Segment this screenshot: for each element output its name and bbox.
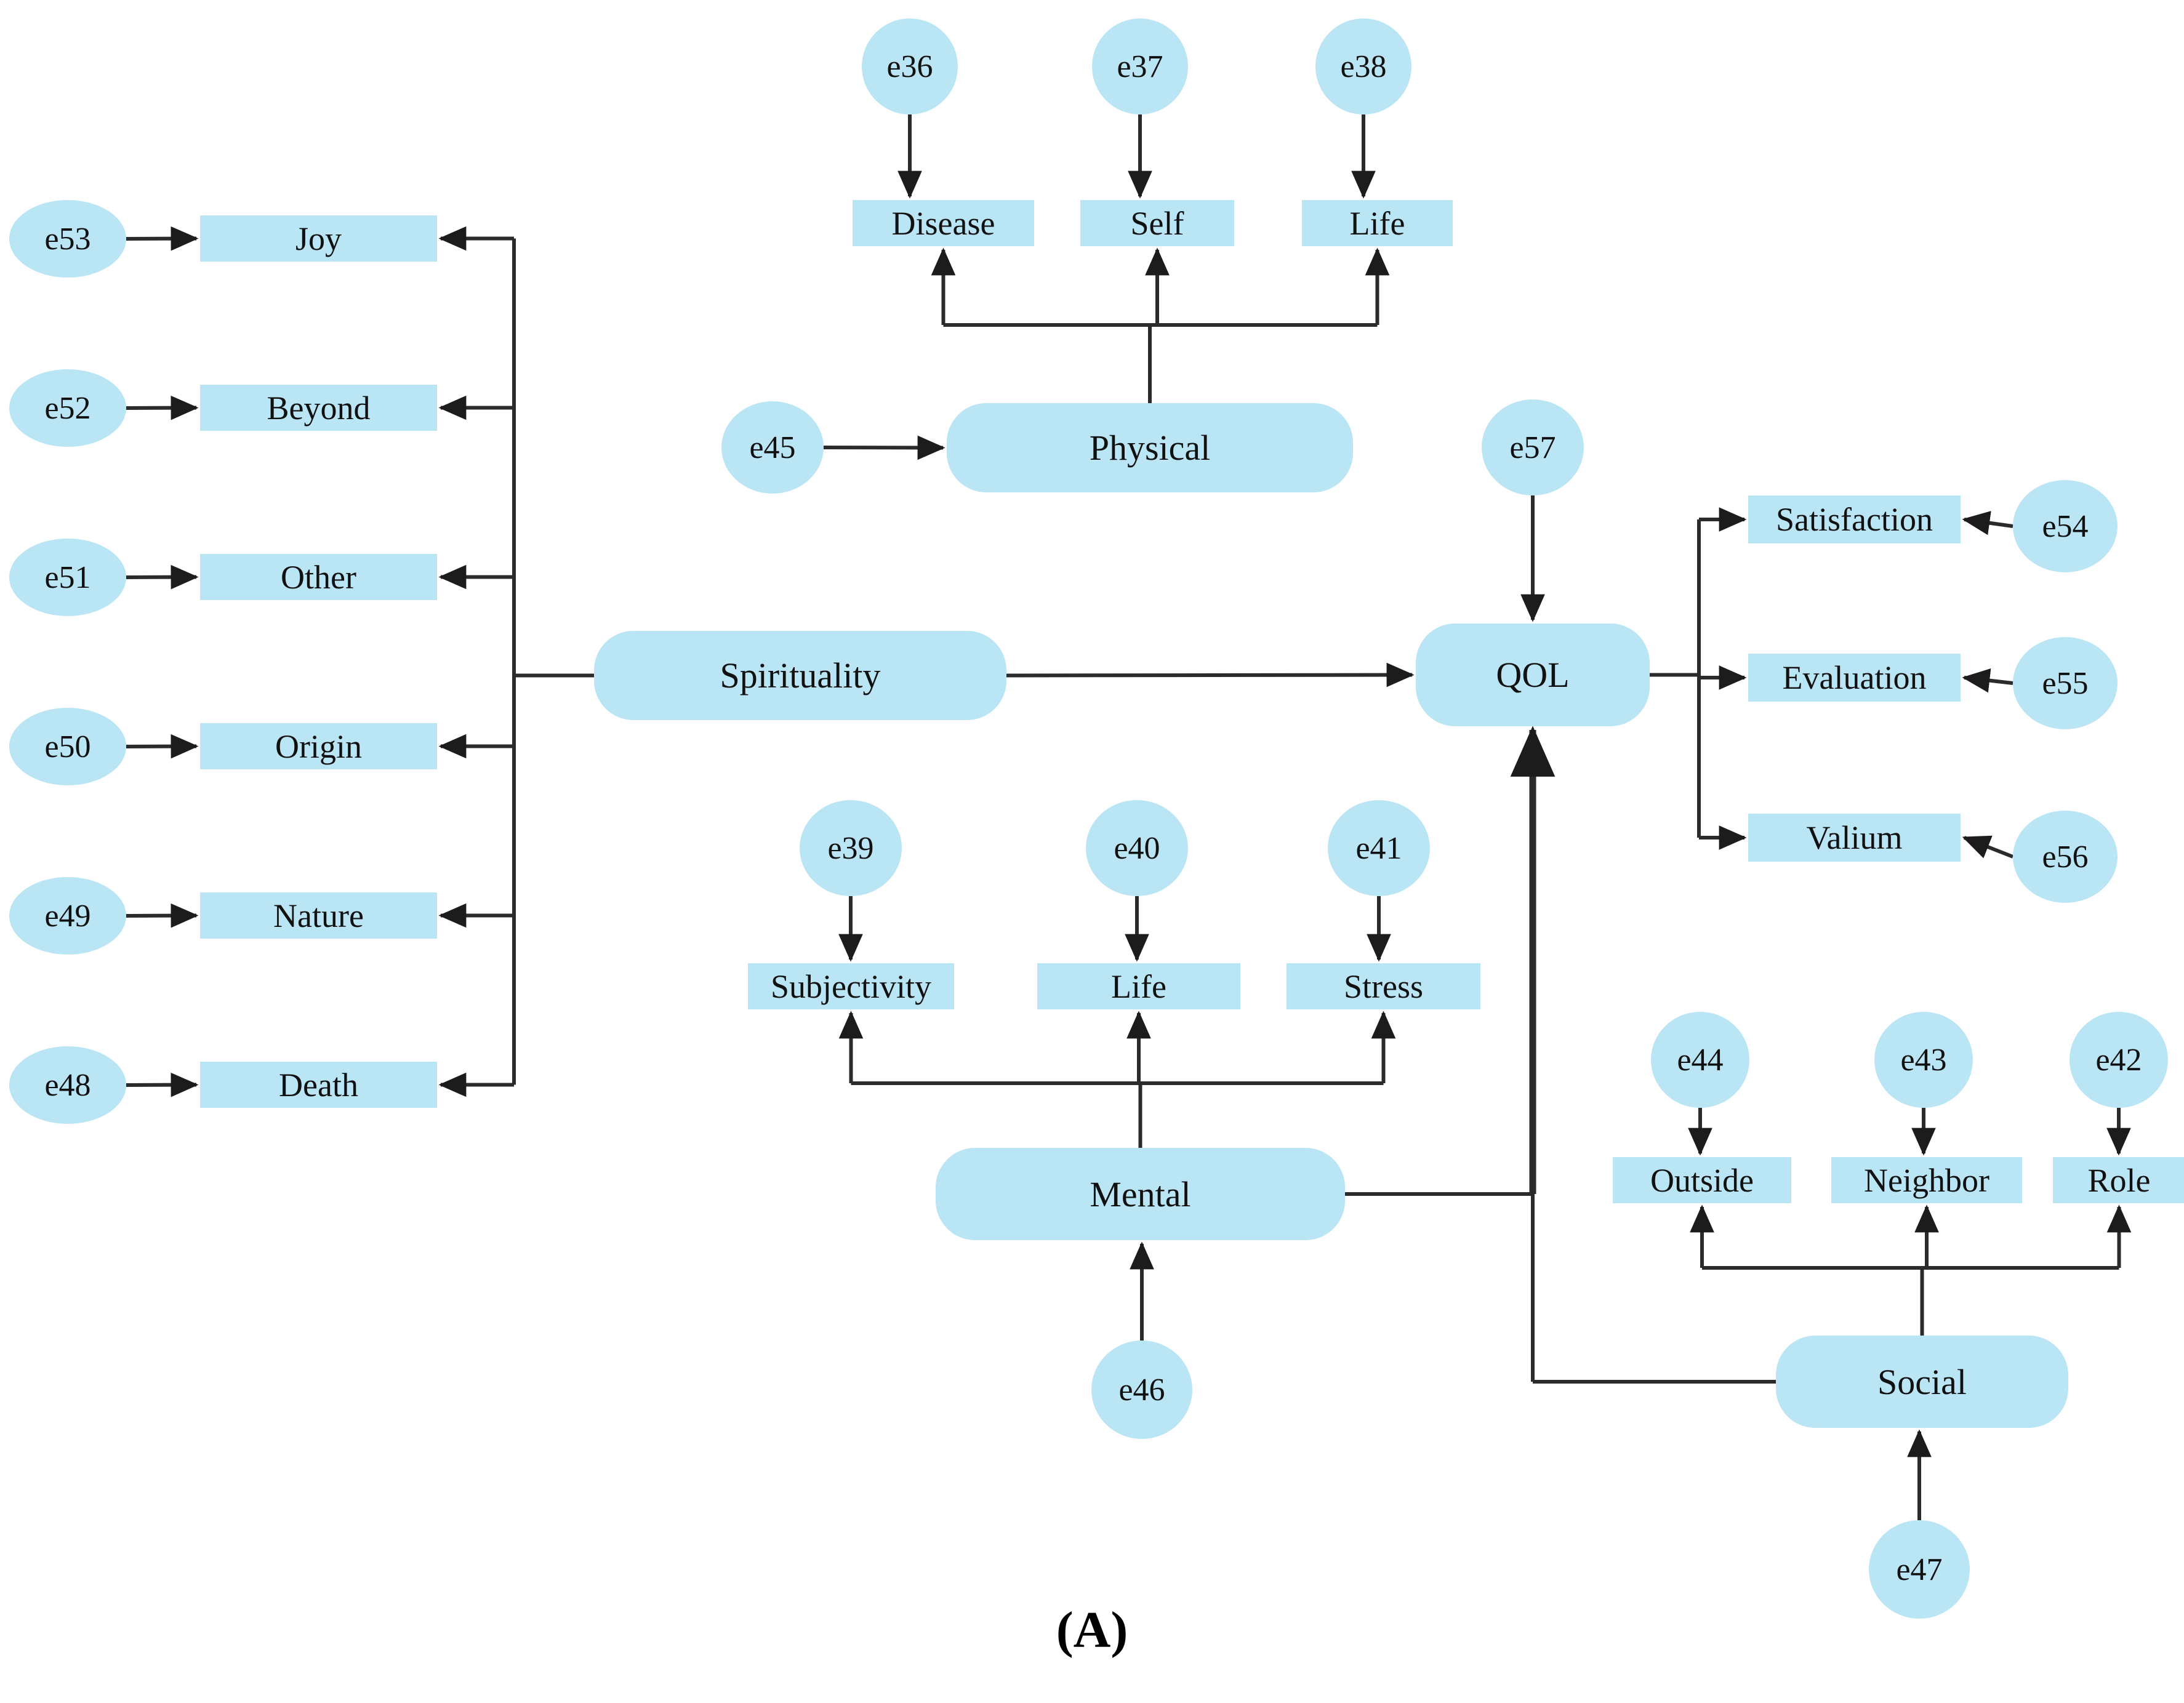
- indicator-disease-label: Disease: [891, 204, 995, 242]
- indicator-neighbor[interactable]: Neighbor: [1831, 1157, 2022, 1203]
- error-e56[interactable]: e56: [2013, 811, 2118, 903]
- indicator-death[interactable]: Death: [200, 1062, 437, 1108]
- figure-caption: (A): [1056, 1601, 1128, 1659]
- error-e44[interactable]: e44: [1651, 1012, 1749, 1108]
- error-e54[interactable]: e54: [2013, 480, 2118, 572]
- error-e40-label: e40: [1114, 830, 1160, 866]
- error-e38[interactable]: e38: [1315, 18, 1411, 114]
- error-e47[interactable]: e47: [1869, 1520, 1970, 1619]
- indicator-evaluation[interactable]: Evaluation: [1748, 654, 1961, 702]
- indicator-beyond[interactable]: Beyond: [200, 385, 437, 431]
- indicator-satisfaction[interactable]: Satisfaction: [1748, 495, 1961, 543]
- indicator-nature[interactable]: Nature: [200, 892, 437, 939]
- error-e38-label: e38: [1340, 49, 1387, 84]
- error-e39-label: e39: [827, 830, 874, 866]
- error-e55-label: e55: [2042, 665, 2089, 701]
- error-e57[interactable]: e57: [1482, 399, 1584, 495]
- latent-spirituality[interactable]: Spirituality: [594, 631, 1006, 720]
- indicator-life_mid-label: Life: [1111, 968, 1166, 1005]
- indicator-nature-label: Nature: [273, 897, 364, 934]
- error-e42[interactable]: e42: [2070, 1012, 2168, 1108]
- error-e37-label: e37: [1117, 49, 1163, 84]
- error-e36-label: e36: [886, 49, 933, 84]
- error-e40[interactable]: e40: [1086, 800, 1188, 896]
- latent-mental[interactable]: Mental: [936, 1148, 1345, 1240]
- indicator-life_top-label: Life: [1349, 204, 1405, 242]
- latent-qol-label: QOL: [1496, 655, 1570, 695]
- indicator-subjectivity[interactable]: Subjectivity: [748, 963, 954, 1009]
- error-e56-label: e56: [2042, 839, 2089, 875]
- error-e41-label: e41: [1355, 830, 1402, 866]
- indicator-self[interactable]: Self: [1080, 200, 1234, 246]
- error-e46-label: e46: [1118, 1372, 1165, 1408]
- indicator-beyond-label: Beyond: [267, 389, 371, 427]
- indicator-role[interactable]: Role: [2053, 1157, 2184, 1203]
- error-e53[interactable]: e53: [9, 200, 126, 278]
- error-e53-label: e53: [44, 221, 91, 257]
- error-e43[interactable]: e43: [1874, 1012, 1973, 1108]
- indicator-evaluation-label: Evaluation: [1782, 659, 1927, 696]
- error-e48-label: e48: [44, 1067, 91, 1103]
- indicator-valium[interactable]: Valium: [1748, 814, 1961, 862]
- error-e55[interactable]: e55: [2013, 637, 2118, 729]
- indicator-role-label: Role: [2087, 1161, 2151, 1199]
- error-e52-label: e52: [44, 390, 91, 426]
- indicator-self-label: Self: [1130, 204, 1184, 242]
- error-e39[interactable]: e39: [800, 800, 902, 896]
- indicator-stress-label: Stress: [1343, 968, 1423, 1005]
- error-e37[interactable]: e37: [1092, 18, 1188, 114]
- edge: [1962, 835, 2014, 859]
- edge: [823, 435, 945, 460]
- indicator-origin-label: Origin: [275, 727, 362, 765]
- error-e49-label: e49: [44, 898, 91, 934]
- indicator-other[interactable]: Other: [200, 554, 437, 600]
- error-e50[interactable]: e50: [9, 708, 126, 785]
- error-e36[interactable]: e36: [862, 18, 958, 114]
- indicator-death-label: Death: [279, 1066, 358, 1104]
- latent-mental-label: Mental: [1090, 1174, 1191, 1214]
- indicator-origin[interactable]: Origin: [200, 723, 437, 769]
- indicator-outside-label: Outside: [1650, 1161, 1754, 1199]
- indicator-joy-label: Joy: [295, 220, 342, 257]
- latent-spirituality-label: Spirituality: [720, 655, 881, 695]
- latent-social-label: Social: [1877, 1361, 1967, 1402]
- error-e49[interactable]: e49: [9, 877, 126, 955]
- latent-social[interactable]: Social: [1776, 1336, 2068, 1428]
- error-e46[interactable]: e46: [1091, 1340, 1192, 1439]
- error-e42-label: e42: [2095, 1042, 2142, 1078]
- edge: [1006, 662, 1415, 687]
- error-e57-label: e57: [1509, 430, 1556, 465]
- indicator-disease[interactable]: Disease: [853, 200, 1034, 246]
- error-e44-label: e44: [1677, 1042, 1724, 1078]
- indicator-satisfaction-label: Satisfaction: [1776, 501, 1933, 538]
- error-e50-label: e50: [44, 729, 91, 764]
- indicator-stress[interactable]: Stress: [1287, 963, 1480, 1009]
- error-e45[interactable]: e45: [721, 401, 824, 494]
- edge: [126, 1072, 199, 1097]
- latent-physical[interactable]: Physical: [947, 403, 1353, 492]
- indicator-subjectivity-label: Subjectivity: [771, 968, 931, 1005]
- indicator-life_mid[interactable]: Life: [1037, 963, 1240, 1009]
- error-e45-label: e45: [749, 430, 796, 465]
- indicator-joy[interactable]: Joy: [200, 215, 437, 262]
- latent-qol[interactable]: QOL: [1416, 623, 1650, 726]
- edge: [1962, 668, 2013, 693]
- edge: [1962, 511, 2013, 535]
- indicator-life_top[interactable]: Life: [1302, 200, 1453, 246]
- error-e43-label: e43: [1900, 1042, 1947, 1078]
- error-e47-label: e47: [1896, 1552, 1943, 1587]
- edge: [126, 564, 199, 590]
- indicator-valium-label: Valium: [1806, 819, 1903, 856]
- error-e52[interactable]: e52: [9, 369, 126, 447]
- error-e41[interactable]: e41: [1328, 800, 1430, 896]
- error-e51-label: e51: [44, 559, 91, 595]
- error-e54-label: e54: [2042, 508, 2089, 544]
- indicator-outside[interactable]: Outside: [1613, 1157, 1791, 1203]
- latent-physical-label: Physical: [1089, 428, 1211, 468]
- indicator-neighbor-label: Neighbor: [1864, 1161, 1989, 1199]
- indicator-other-label: Other: [281, 558, 356, 596]
- error-e51[interactable]: e51: [9, 539, 126, 616]
- error-e48[interactable]: e48: [9, 1046, 126, 1124]
- edge: [126, 395, 199, 420]
